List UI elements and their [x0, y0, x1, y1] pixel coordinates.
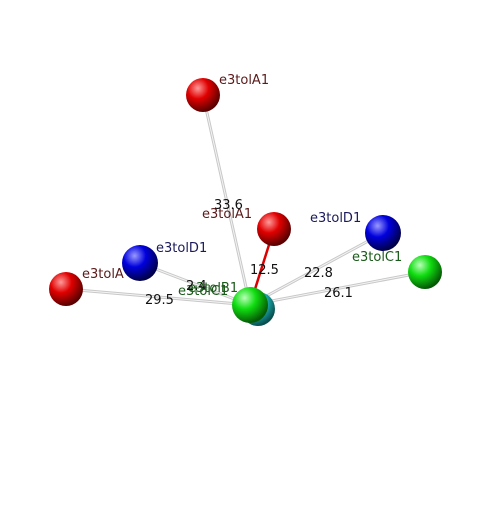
distance-label-a_mid: 12.5: [250, 263, 279, 278]
edge-highlight-center_green-a_top: [202, 94, 251, 306]
sphere-a_top[interactable]: [186, 78, 220, 112]
label-a_mid: e3tolA1: [202, 207, 252, 222]
sphere-a_left[interactable]: [49, 272, 83, 306]
edge-highlight-center_green-d_right: [249, 232, 384, 306]
spheres-layer: [49, 78, 442, 326]
edge-highlight-center_green-a_left: [65, 288, 251, 306]
distance-label-d_left: 2.4: [186, 279, 207, 294]
sphere-d_left[interactable]: [122, 245, 158, 281]
label-d_left: e3tolD1: [156, 241, 207, 256]
sphere-a_mid[interactable]: [257, 212, 291, 246]
distance-label-c_right: 26.1: [324, 286, 353, 301]
distance-label-a_top: 33.6: [214, 198, 243, 213]
labels-layer: e3tolA1 e3tolA1 e3tolA e3tolD1 e3tolD1 e3tolC…: [82, 73, 402, 308]
sphere-center_green[interactable]: [232, 287, 268, 323]
sphere-c_right[interactable]: [408, 255, 442, 289]
label-a_left: e3tolA: [82, 267, 124, 282]
distance-label-a_left: 29.5: [145, 293, 174, 308]
sphere-d_right[interactable]: [365, 215, 401, 251]
edge-highlight-center_green-d_left: [139, 262, 251, 306]
label-a_top: e3tolA1: [219, 73, 269, 88]
label-d_right: e3tolD1: [310, 211, 361, 226]
label-center_green: e3tolC1: [178, 284, 228, 299]
edge-highlight-center_green-c_right: [249, 271, 426, 306]
label-c_right: e3tolC1: [352, 250, 402, 265]
label-center_cyan: e3tolB1: [188, 281, 238, 296]
distance-label-d_right: 22.8: [304, 266, 333, 281]
